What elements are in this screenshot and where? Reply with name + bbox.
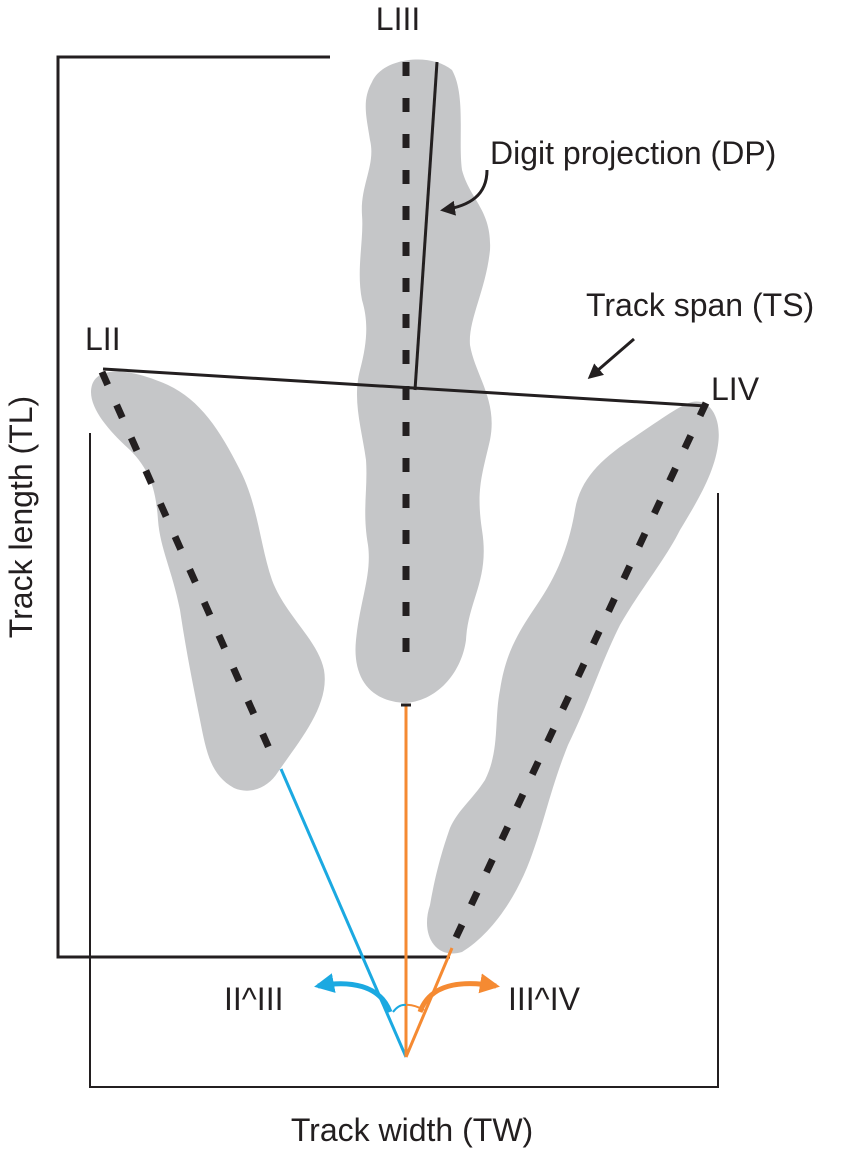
digit-iii-impression [355,59,492,704]
digit-ii-impression [90,371,325,791]
angle-arc-ii-iii [392,1003,407,1013]
curved-arrow-right-icon [417,973,500,1013]
angle-iii-iv-line [404,947,454,1058]
label-track-length: Track length (TL) [3,396,39,638]
label-angle-ii-iii: II^III [224,981,283,1017]
label-liii: LIII [376,1,420,37]
track-width-bracket [89,433,719,1088]
arrow-icon [587,337,635,379]
digit-projection-line [413,61,439,391]
label-lii: LII [85,321,121,357]
track-length-bracket [56,55,450,959]
label-track-width: Track width (TW) [291,1112,533,1148]
angle-ii-iii-line [279,768,408,1058]
track-span-line [102,367,707,408]
curved-arrow-icon [440,169,489,216]
label-digit-projection: Digit projection (DP) [490,135,776,171]
label-track-span: Track span (TS) [586,287,814,323]
curved-arrow-left-icon [314,973,393,1014]
label-liv: LIV [711,371,760,407]
label-angle-iii-iv: III^IV [508,981,581,1017]
digit-iv-axis [448,401,710,948]
